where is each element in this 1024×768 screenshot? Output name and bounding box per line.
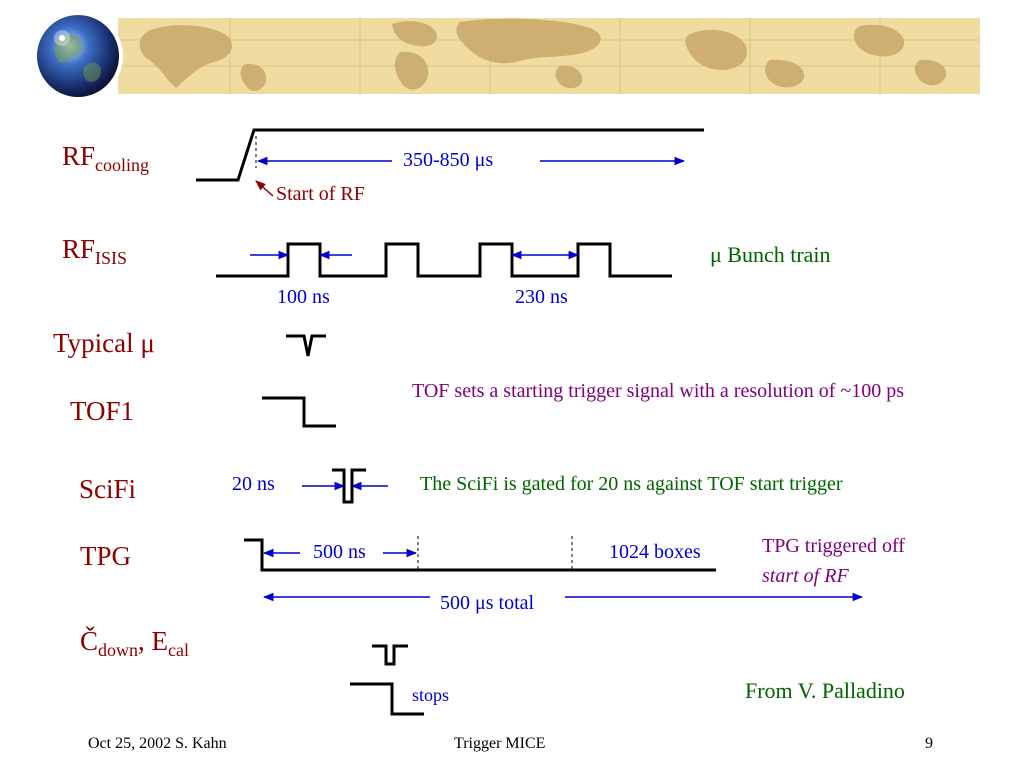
rf-isis-bunch-train: [216, 242, 672, 278]
footer-title: Trigger MICE: [454, 735, 546, 752]
credit-label: From V. Palladino: [745, 678, 905, 703]
tpg-500ns-label: 500 ns: [313, 541, 366, 563]
start-of-rf-label: Start of RF: [276, 183, 365, 205]
stops-label: stops: [412, 685, 450, 705]
label-tpg: TPG: [80, 541, 132, 571]
rf-cooling-waveform: [196, 128, 704, 182]
start-of-rf-arrow: [255, 180, 274, 197]
bunch-train-label: μ Bunch train: [710, 242, 831, 267]
bunch-spacing-label: 230 ns: [515, 286, 568, 308]
label-scifi: SciFi: [79, 474, 137, 504]
scifi-gate-pulse: [332, 468, 366, 504]
scifi-note: The SciFi is gated for 20 ns against TOF…: [420, 473, 843, 495]
tof1-signal: [262, 396, 336, 428]
label-rf-cooling: RFcooling: [62, 141, 150, 175]
tpg-total-label: 500 μs total: [437, 593, 538, 613]
tpg-boxes-label: 1024 boxes: [609, 541, 701, 563]
footer-date-author: Oct 25, 2002 S. Kahn: [88, 735, 227, 752]
label-typical-mu: Typical μ: [53, 328, 155, 358]
world-map-silhouette: [139, 18, 947, 91]
label-cherenkov-ecal: Čdown, Ecal: [80, 626, 189, 660]
rf-duration-label: 350-850 μs: [403, 149, 494, 171]
tpg-note-line2: start of RF: [762, 565, 849, 587]
ecal-stop-signal: [350, 682, 424, 716]
tpg-note-line1: TPG triggered off: [762, 535, 905, 557]
globe-icon: [33, 11, 123, 100]
label-rf-isis: RFISIS: [62, 234, 128, 268]
bunch-width-label: 100 ns: [277, 286, 330, 308]
tof-note: TOF sets a starting trigger signal with …: [412, 380, 905, 402]
scifi-gate-label: 20 ns: [232, 473, 275, 495]
typical-mu-pulse: [286, 334, 326, 357]
footer-page-number: 9: [925, 735, 933, 752]
cherenkov-pulse: [372, 644, 408, 666]
header-banner: [33, 11, 980, 100]
tpg-signal: [244, 538, 716, 572]
label-tof1: TOF1: [70, 396, 135, 426]
